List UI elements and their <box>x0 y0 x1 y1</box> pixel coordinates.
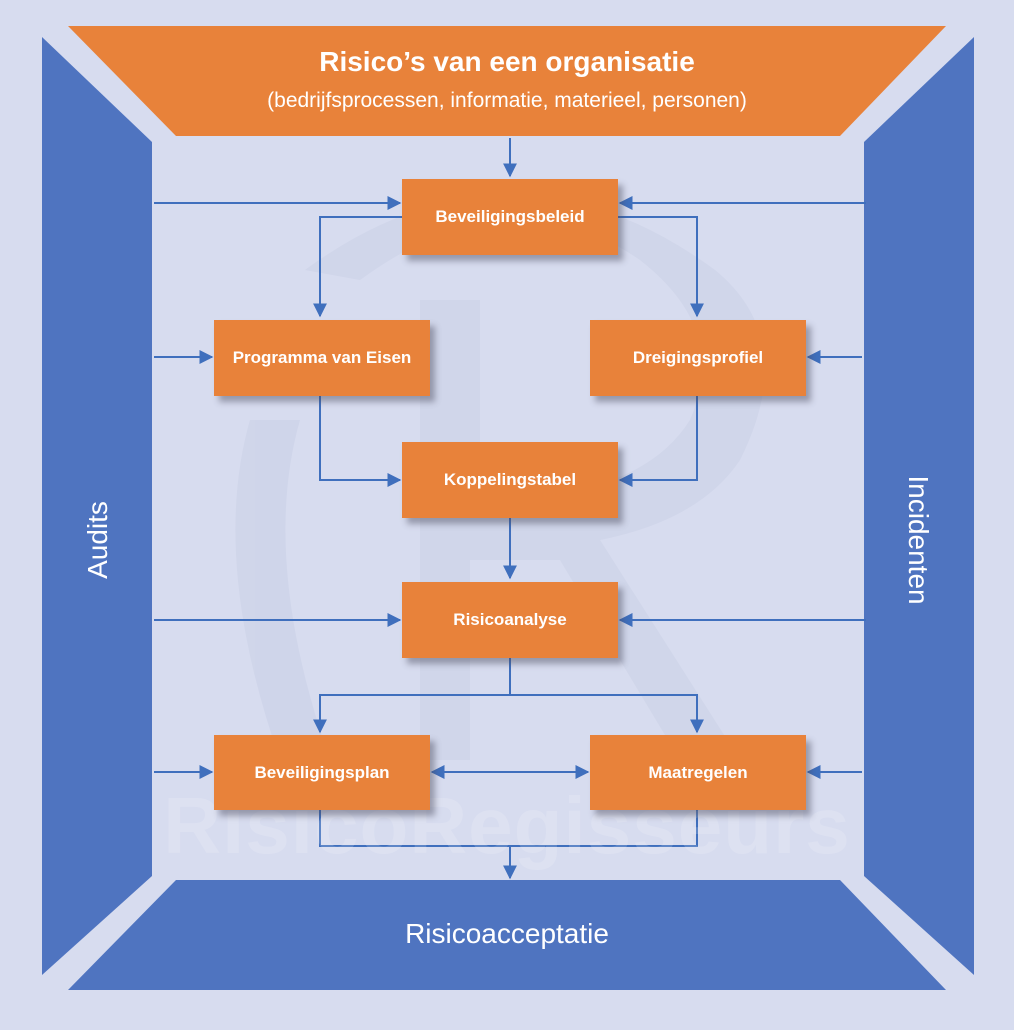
incidenten-panel <box>864 37 974 975</box>
box-maatregelen: Maatregelen <box>590 735 806 810</box>
risicoacceptatie-label: Risicoacceptatie <box>405 918 609 949</box>
watermark-logo <box>235 195 765 760</box>
audits-label: Audits <box>82 501 113 579</box>
box-risicoanalyse: Risicoanalyse <box>402 582 618 658</box>
box-beveiligingsbeleid: Beveiligingsbeleid <box>402 179 618 255</box>
header-subtitle: (bedrijfsprocessen, informatie, materiee… <box>267 89 747 112</box>
audits-panel <box>42 37 152 975</box>
incidenten-label: Incidenten <box>903 475 934 605</box>
box-koppelingstabel: Koppelingstabel <box>402 442 618 518</box>
header-banner <box>68 26 946 136</box>
header-title: Risico’s van een organisatie <box>319 46 695 77</box>
box-programma-van-eisen: Programma van Eisen <box>214 320 430 396</box>
box-beveiligingsplan: Beveiligingsplan <box>214 735 430 810</box>
box-dreigingsprofiel: Dreigingsprofiel <box>590 320 806 396</box>
risicoacceptatie-panel <box>68 880 946 990</box>
connectors <box>154 138 866 880</box>
